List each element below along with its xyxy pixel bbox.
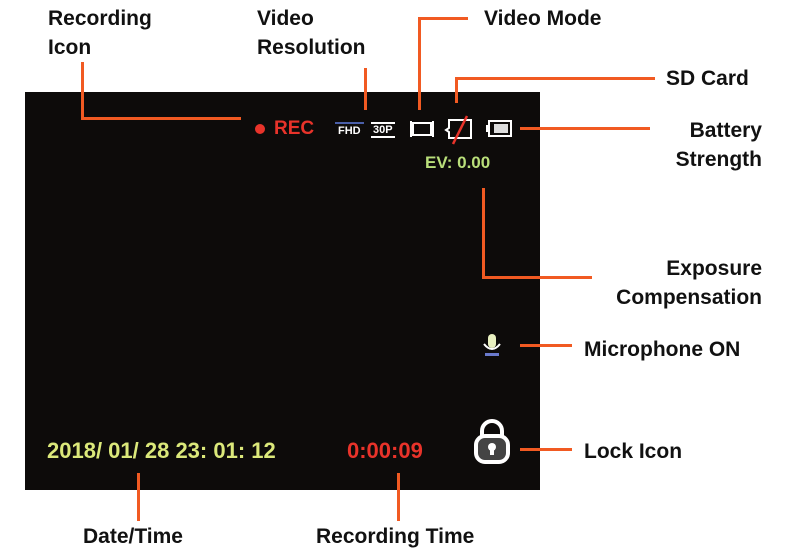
- label-date-time: Date/Time: [83, 525, 183, 548]
- leader-line: [520, 448, 572, 451]
- ev-readout: EV: 0.00: [425, 153, 491, 172]
- lock-icon: [474, 419, 510, 464]
- leader-line: [418, 17, 421, 110]
- leader-line: [81, 117, 241, 120]
- rec-dot-icon: [255, 124, 265, 134]
- recording-time-readout: 0:00:09: [347, 438, 423, 463]
- leader-line: [455, 77, 655, 80]
- battery-icon: [486, 120, 512, 137]
- rec-indicator: REC: [274, 118, 315, 139]
- leader-line: [455, 77, 458, 103]
- leader-line: [364, 68, 367, 110]
- leader-line: [520, 344, 572, 347]
- resolution-badge: FHD: [335, 122, 364, 138]
- microphone-icon: [483, 334, 501, 356]
- leader-line: [482, 188, 485, 279]
- date-time-readout: 2018/ 01/ 28 23: 01: 12: [47, 438, 276, 463]
- leader-line: [397, 473, 400, 521]
- label-video-mode: Video Mode: [484, 7, 602, 30]
- label-lock-icon: Lock Icon: [584, 440, 683, 463]
- framerate-badge: 30P: [371, 122, 395, 138]
- leader-line: [137, 473, 140, 521]
- leader-line: [520, 127, 650, 130]
- leader-line: [482, 276, 592, 279]
- label-sd-card: SD Card: [666, 67, 749, 90]
- label-microphone-on: Microphone ON: [584, 338, 741, 361]
- sd-card-missing-icon: [444, 115, 472, 145]
- film-icon: [410, 121, 434, 137]
- dashcam-screen: REC FHD 30P EV: 0.00 2018/ 01/ 28 23: 01…: [25, 92, 540, 490]
- leader-line: [418, 17, 468, 20]
- label-recording-time: Recording Time: [316, 525, 475, 548]
- leader-line: [81, 62, 84, 119]
